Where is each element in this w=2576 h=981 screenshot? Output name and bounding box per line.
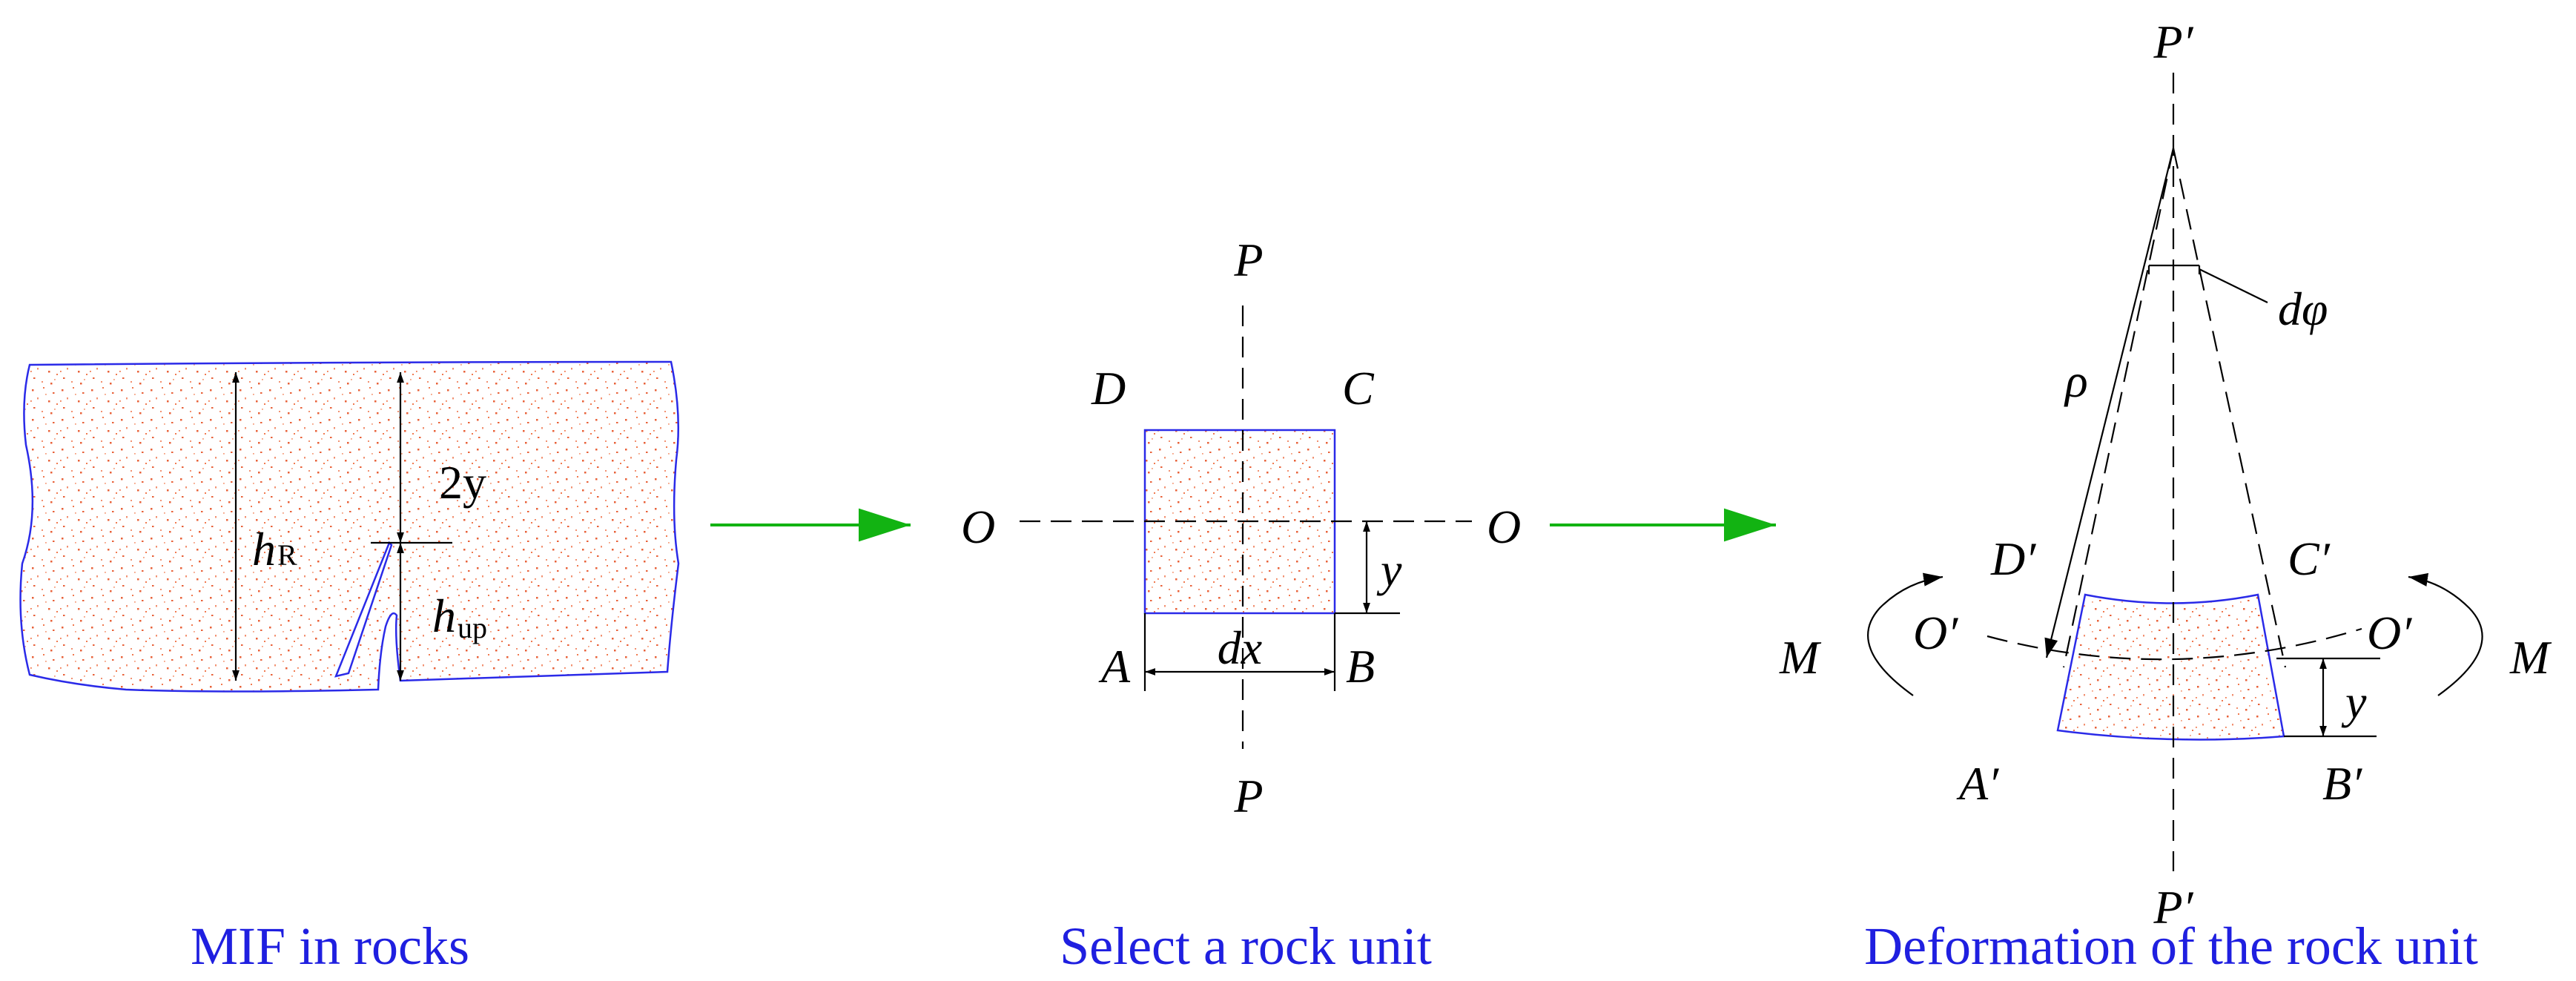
label-dphi: dφ bbox=[2278, 283, 2328, 335]
label-P-prime-bottom: P′ bbox=[2153, 881, 2193, 934]
ray-left bbox=[2062, 148, 2175, 668]
neutral-axis-O-prime bbox=[1987, 627, 2362, 661]
label-h-R: hR bbox=[252, 523, 297, 575]
panel-deformation: P′ P′ dφ ρ D′ C′ O′ O′ M M y A′ B′ Defor… bbox=[1779, 16, 2552, 976]
label-O-right: O bbox=[1487, 501, 1521, 553]
label-dx: dx bbox=[1218, 621, 1262, 674]
label-A: A bbox=[1098, 640, 1131, 693]
label-y-prime: y bbox=[2341, 676, 2367, 728]
rock-mass bbox=[19, 360, 680, 693]
dphi-leader bbox=[2199, 268, 2268, 303]
label-D: D bbox=[1091, 362, 1126, 414]
label-P-bottom: P bbox=[1233, 770, 1263, 822]
label-O-prime-right: O′ bbox=[2367, 607, 2412, 659]
label-y: y bbox=[1376, 544, 1402, 596]
ray-right bbox=[2172, 148, 2287, 668]
panel-mif-in-rocks: hR 2y hup MIF in rocks bbox=[19, 360, 680, 976]
deformed-rock-unit bbox=[2056, 593, 2285, 741]
label-O-left: O bbox=[961, 501, 995, 553]
caption-select-rock-unit: Select a rock unit bbox=[1060, 916, 1432, 976]
crack bbox=[334, 541, 393, 678]
label-rho: ρ bbox=[2064, 354, 2088, 407]
label-h-up: hup bbox=[432, 589, 487, 644]
caption-deformation: Deformation of the rock unit bbox=[1864, 916, 2478, 976]
label-P-prime-top: P′ bbox=[2153, 16, 2193, 68]
caption-mif-in-rocks: MIF in rocks bbox=[191, 916, 469, 976]
label-O-prime-left: O′ bbox=[1913, 607, 1958, 659]
label-M-left: M bbox=[1779, 631, 1822, 684]
moment-arc-right bbox=[2408, 572, 2483, 696]
label-D-prime: D′ bbox=[1990, 532, 2036, 585]
label-A-prime: A′ bbox=[1956, 757, 1999, 810]
label-B: B bbox=[1346, 640, 1375, 693]
label-C: C bbox=[1342, 362, 1375, 414]
label-C-prime: C′ bbox=[2288, 532, 2331, 585]
label-M-right: M bbox=[2509, 631, 2552, 684]
panel-select-rock-unit: P P D C O O y A B dx Select a rock unit bbox=[961, 234, 1521, 976]
label-B-prime: B′ bbox=[2322, 757, 2362, 810]
label-two-y: 2y bbox=[439, 456, 486, 509]
rho-radius-arrow bbox=[2044, 148, 2175, 658]
label-P-top: P bbox=[1233, 234, 1263, 286]
moment-arc-left bbox=[1867, 572, 1943, 696]
